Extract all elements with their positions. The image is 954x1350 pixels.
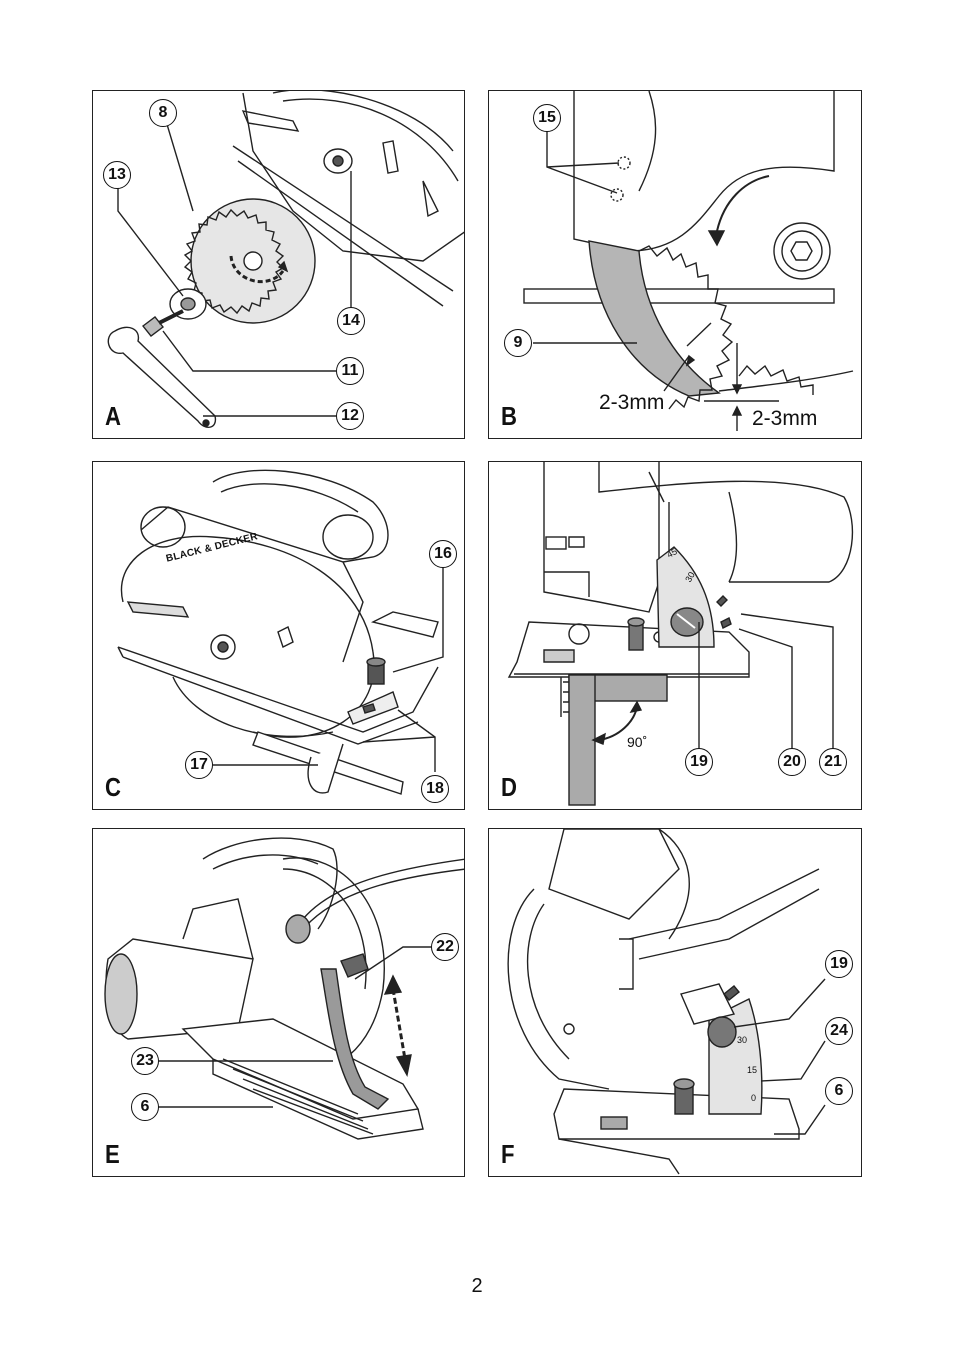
clearance-measure-right: 2-3mm <box>752 407 818 430</box>
figure-panel-f: 30 15 0 19 24 6 F <box>488 828 862 1177</box>
callout-21: 21 <box>819 748 847 776</box>
bevel-scale-0: 0 <box>751 1093 757 1103</box>
clearance-measure-left: 2-3mm <box>599 391 665 414</box>
callout-11: 11 <box>336 357 364 385</box>
figure-a-drawing <box>107 91 464 428</box>
panel-letter-f: F <box>501 1139 515 1169</box>
callout-16: 16 <box>429 540 457 568</box>
bevel-scale-15: 15 <box>747 1065 758 1075</box>
page-number: 2 <box>471 1275 483 1297</box>
callout-20: 20 <box>778 748 806 776</box>
figure-panel-d: 45 30 90˚ 19 20 21 D <box>488 461 862 810</box>
callout-18: 18 <box>421 775 449 803</box>
callout-13: 13 <box>103 161 131 189</box>
callout-12: 12 <box>336 402 364 430</box>
bevel-scale-30: 30 <box>737 1035 748 1045</box>
callout-9: 9 <box>504 329 532 357</box>
callout-8: 8 <box>149 99 177 127</box>
callout-19: 19 <box>825 950 853 978</box>
callout-14: 14 <box>337 307 365 335</box>
panel-letter-e: E <box>105 1139 120 1169</box>
figure-e-drawing <box>104 837 464 1140</box>
callout-22: 22 <box>431 933 459 961</box>
figure-d-drawing <box>507 462 854 806</box>
figure-panel-e: 22 23 6 E <box>92 828 465 1177</box>
callout-17: 17 <box>185 751 213 779</box>
callout-23: 23 <box>131 1047 159 1075</box>
callout-15: 15 <box>533 104 561 132</box>
callout-19: 19 <box>685 748 713 776</box>
panel-letter-a: A <box>105 401 121 431</box>
callout-6: 6 <box>825 1077 853 1105</box>
callout-24: 24 <box>825 1017 853 1045</box>
figure-panel-b: 15 9 2-3mm 2-3mm B <box>488 90 862 439</box>
figure-c-drawing <box>117 469 444 795</box>
figure-b-drawing <box>523 91 854 431</box>
figure-panel-c: BLACK & DECKER 16 17 18 C <box>92 461 465 810</box>
figure-panel-a: 8 13 14 11 12 A <box>92 90 465 439</box>
panel-letter-c: C <box>105 772 121 802</box>
angle-label: 90˚ <box>627 734 648 750</box>
figure-f-drawing <box>507 829 826 1175</box>
panel-letter-b: B <box>501 401 517 431</box>
callout-6: 6 <box>131 1093 159 1121</box>
panel-letter-d: D <box>501 772 517 802</box>
